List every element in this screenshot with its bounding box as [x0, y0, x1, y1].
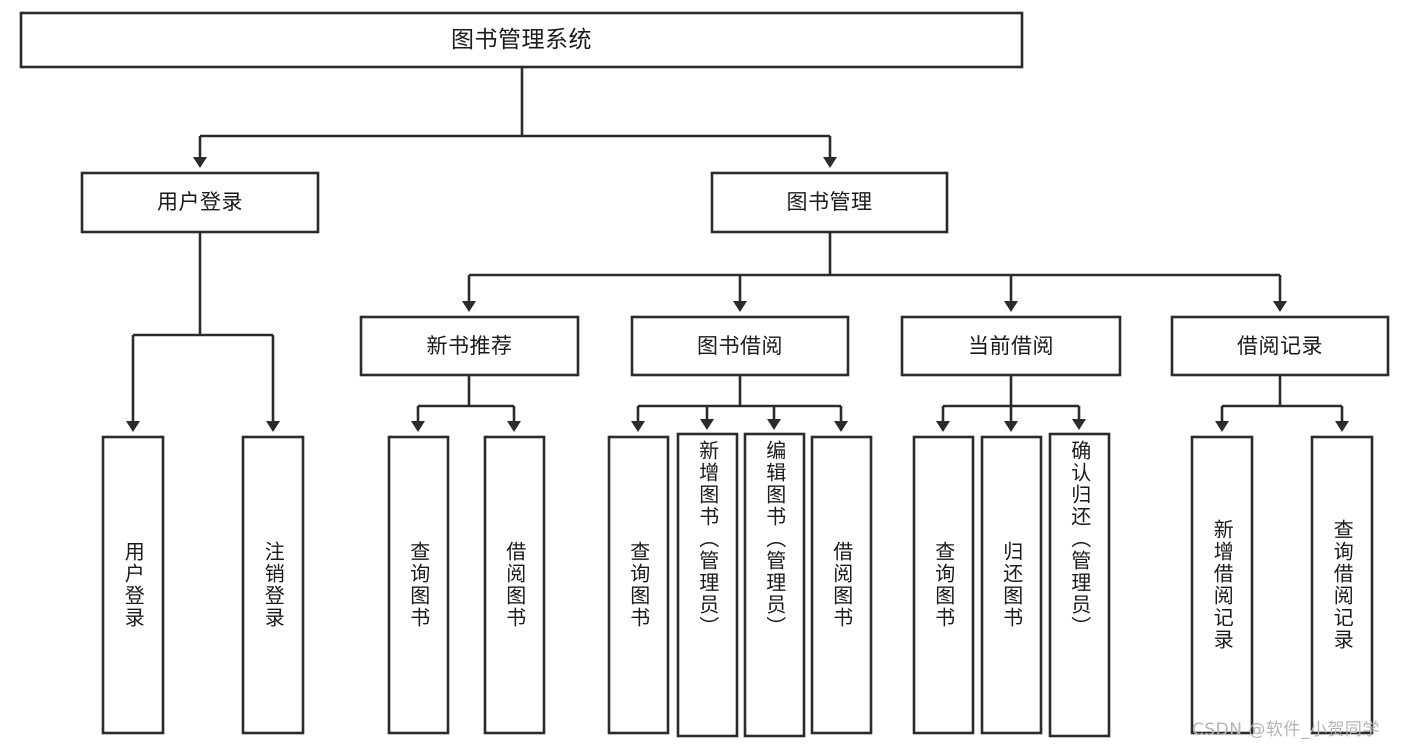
node-box-borrow-record[interactable]: [1170, 315, 1390, 377]
node-box-current-borrow[interactable]: [900, 315, 1122, 377]
node-box-leaf-new-book-1[interactable]: [483, 435, 546, 735]
node-box-book-management[interactable]: [710, 171, 949, 234]
node-box-leaf-record-1[interactable]: [1310, 435, 1374, 735]
node-box-book-borrow[interactable]: [630, 315, 850, 377]
node-box-leaf-user-login-1[interactable]: [241, 435, 305, 735]
node-box-leaf-borrow-0[interactable]: [607, 435, 670, 735]
node-box-leaf-borrow-3[interactable]: [810, 435, 873, 735]
node-box-root[interactable]: [19, 11, 1024, 69]
node-box-new-book-recommend[interactable]: [359, 315, 580, 377]
node-box-leaf-current-1[interactable]: [980, 435, 1043, 735]
node-box-leaf-user-login-0[interactable]: [101, 435, 165, 735]
node-box-leaf-current-2[interactable]: [1048, 432, 1111, 738]
node-box-leaf-borrow-2[interactable]: [743, 432, 806, 738]
node-box-leaf-new-book-0[interactable]: [387, 435, 450, 735]
node-box-leaf-borrow-1[interactable]: [676, 432, 739, 738]
node-box-leaf-record-0[interactable]: [1190, 435, 1254, 735]
node-box-leaf-current-0[interactable]: [912, 435, 975, 735]
node-box-user-login[interactable]: [80, 171, 320, 234]
